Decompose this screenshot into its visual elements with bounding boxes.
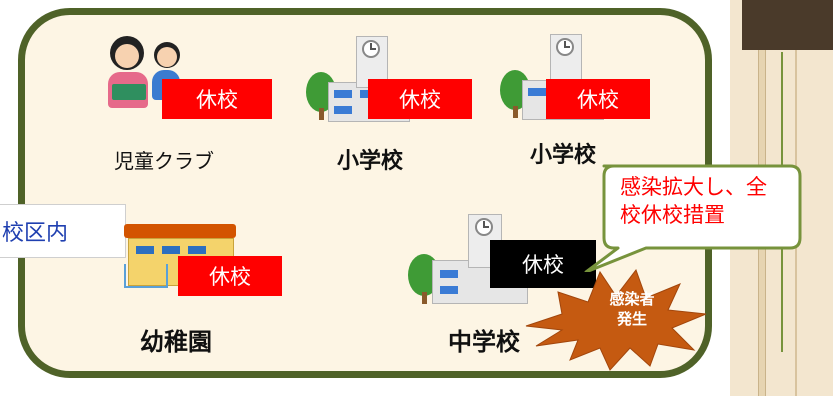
closed-tag-kindergarten: 休校	[178, 256, 282, 296]
callout-text: 感染拡大し、全 校休校措置	[620, 174, 802, 230]
callout-bubble	[584, 164, 802, 272]
label-children-club: 児童クラブ	[114, 149, 214, 173]
closed-tag-junior-high: 休校	[490, 240, 596, 288]
closed-tag-elementary-1: 休校	[368, 79, 472, 119]
dark-wood-panel	[742, 0, 833, 50]
label-kindergarten: 幼稚園	[140, 329, 212, 356]
label-junior-high: 中学校	[448, 329, 520, 356]
burst-line-1: 感染者	[609, 291, 655, 308]
closed-tag-elementary-2: 休校	[546, 79, 650, 119]
burst-text: 感染者 発生	[592, 290, 672, 330]
label-elementary-2: 小学校	[530, 142, 597, 167]
callout-line-2: 校休校措置	[620, 204, 725, 227]
burst-line-2: 発生	[616, 311, 647, 328]
label-elementary-1: 小学校	[337, 148, 404, 173]
children-club-icon	[100, 34, 180, 114]
outbreak-burst	[525, 268, 707, 371]
closed-tag-children-club: 休校	[162, 79, 272, 119]
callout-line-1: 感染拡大し、全	[620, 176, 767, 199]
district-label: 校区内	[0, 204, 126, 258]
